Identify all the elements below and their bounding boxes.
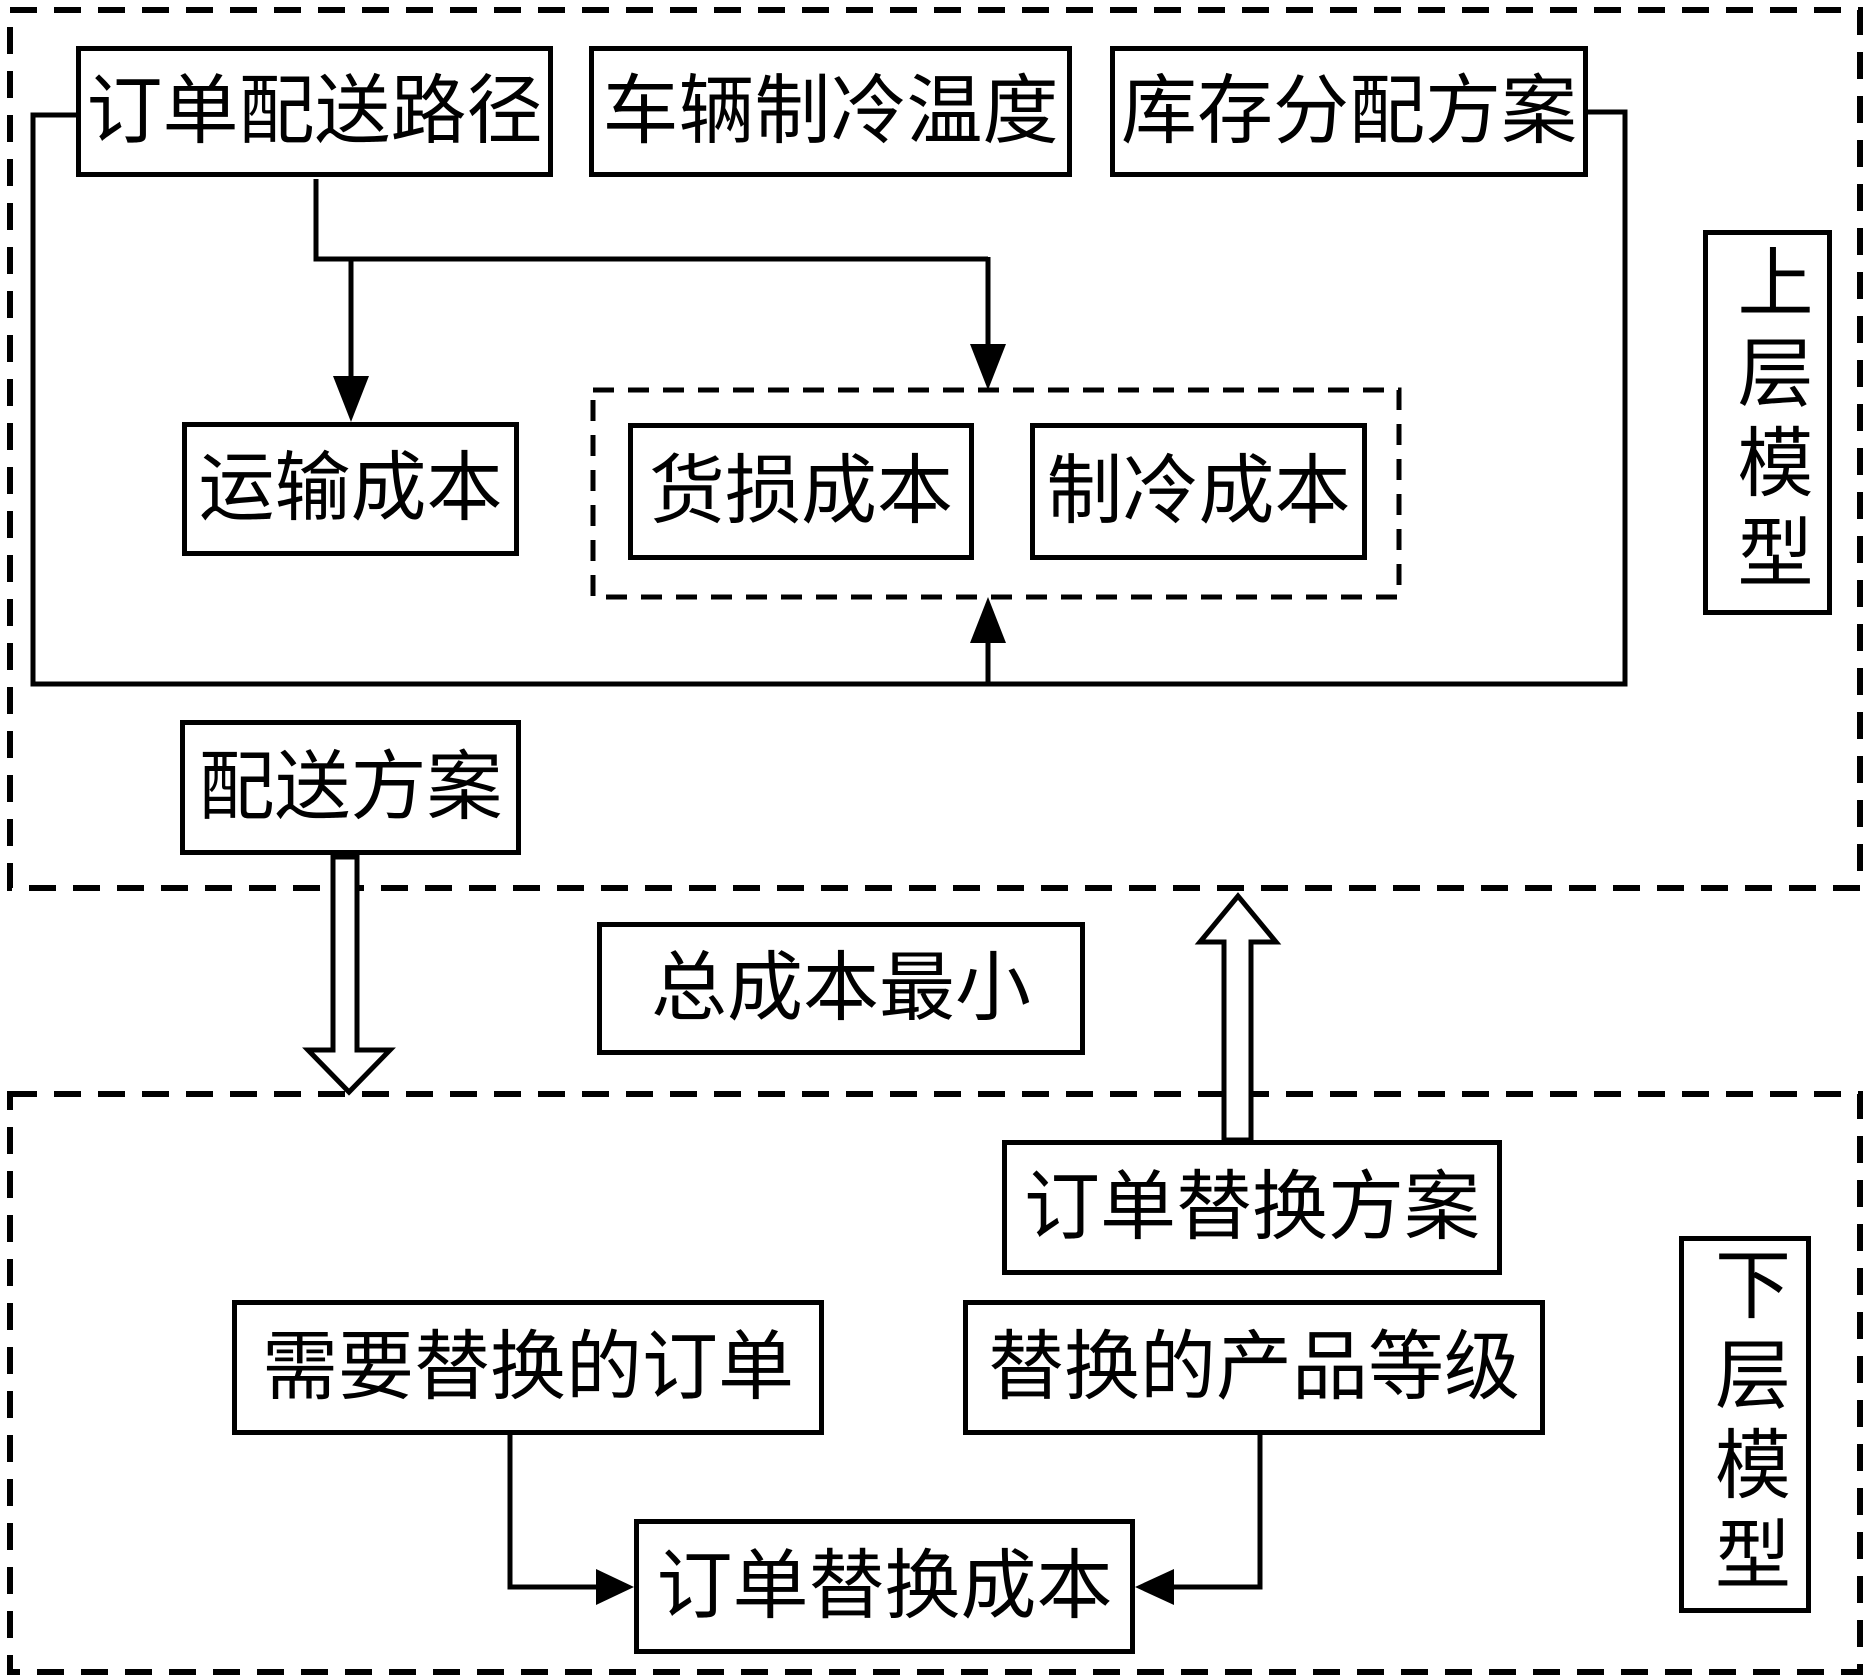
arrow-left-icon xyxy=(1135,1569,1174,1605)
wire-orders-to-replace-cost xyxy=(507,1435,600,1590)
node-orders-needing-replacement: 需要替换的订单 xyxy=(232,1300,824,1435)
node-total-cost-minimum: 总成本最小 xyxy=(597,922,1085,1055)
label-lower-model: 下层模型 xyxy=(1679,1236,1811,1613)
node-vehicle-refrigeration-temperature: 车辆制冷温度 xyxy=(589,46,1072,177)
wire-order-route-split xyxy=(313,179,988,262)
wire-inventory-feedback-loop xyxy=(30,109,1628,687)
arrow-right-icon xyxy=(596,1569,634,1605)
arrow-down-icon xyxy=(333,376,369,422)
hollow-arrow-up-icon xyxy=(1194,892,1282,1143)
lower-model-dashed-border xyxy=(7,1091,1863,1675)
label-upper-model: 上层模型 xyxy=(1703,230,1832,615)
node-inventory-allocation-plan: 库存分配方案 xyxy=(1110,46,1588,177)
node-order-replacement-plan: 订单替换方案 xyxy=(1002,1140,1502,1275)
arrow-down-icon xyxy=(970,344,1006,390)
arrow-up-icon xyxy=(970,597,1006,643)
hollow-arrow-down-icon xyxy=(302,854,396,1096)
node-delivery-plan: 配送方案 xyxy=(180,720,521,855)
node-refrigeration-cost: 制冷成本 xyxy=(1030,423,1367,560)
node-order-delivery-route: 订单配送路径 xyxy=(76,46,553,177)
node-cargo-damage-cost: 货损成本 xyxy=(628,423,974,560)
upper-model-dashed-border xyxy=(7,7,1863,891)
cost-group-dashed-border xyxy=(590,387,1402,600)
node-replacement-product-grade: 替换的产品等级 xyxy=(963,1300,1545,1435)
node-order-replacement-cost: 订单替换成本 xyxy=(634,1519,1135,1654)
wire-grade-to-replace-cost xyxy=(1170,1435,1263,1590)
node-transport-cost: 运输成本 xyxy=(182,422,519,556)
